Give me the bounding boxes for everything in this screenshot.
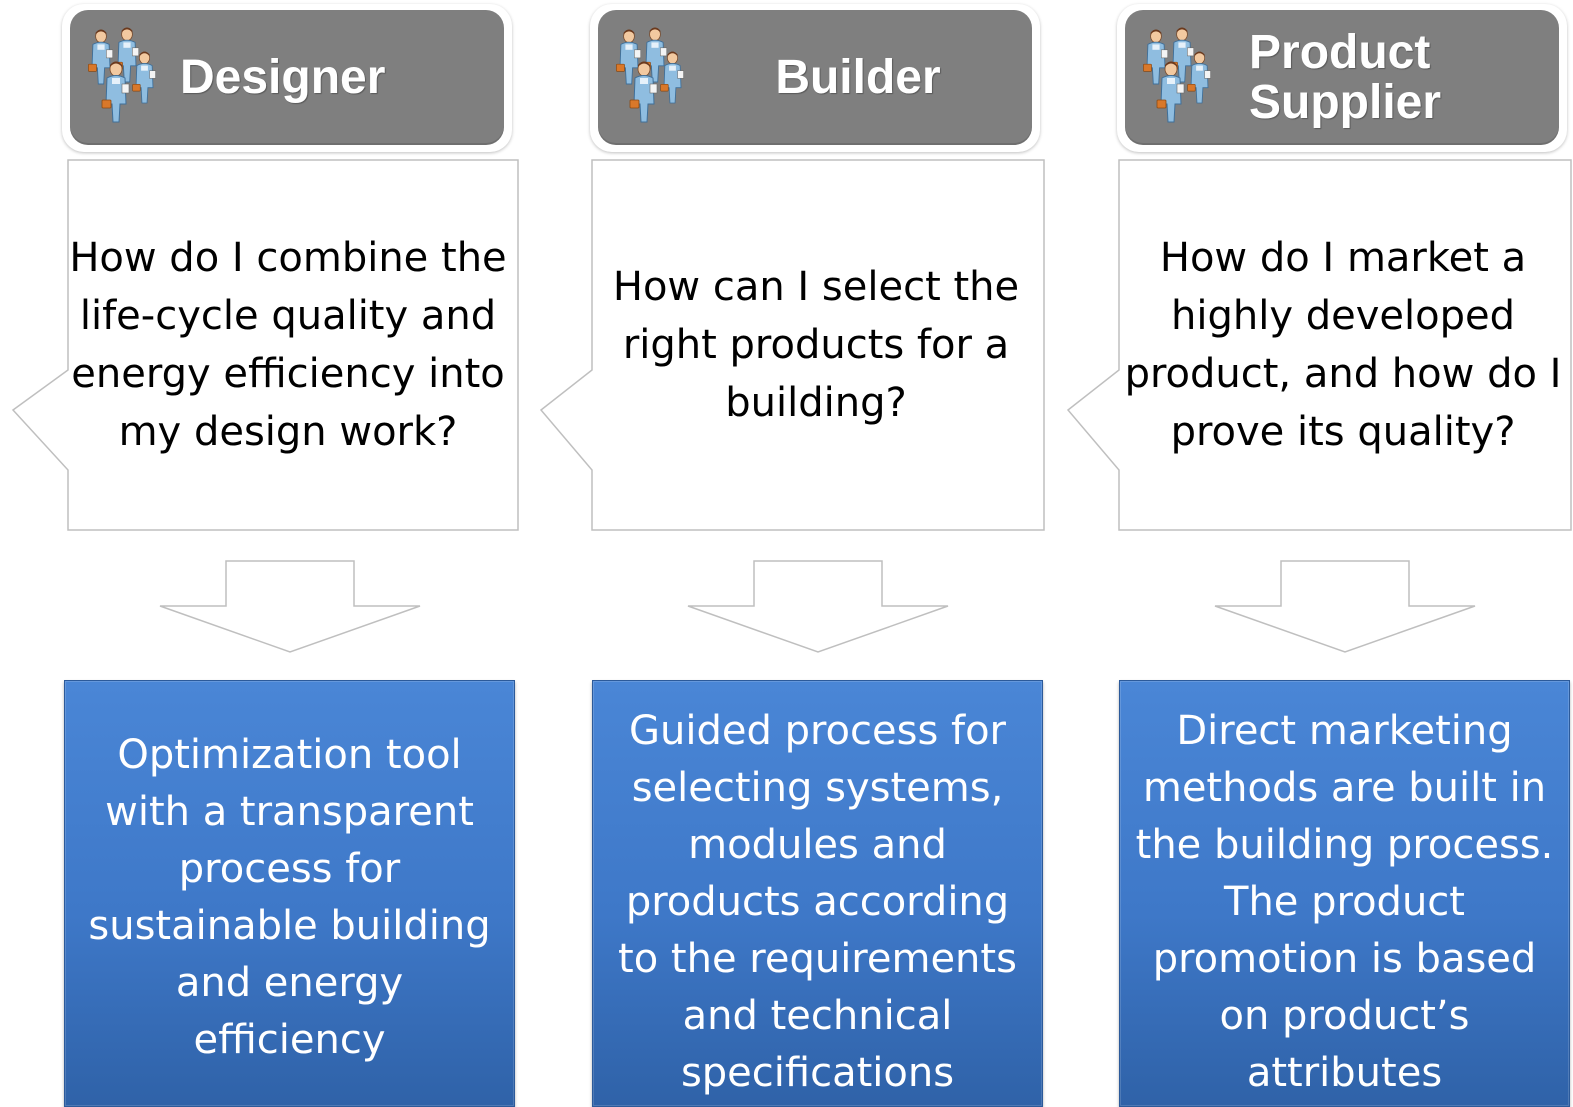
role-title: Product Supplier <box>1249 25 1442 129</box>
people-group-icon <box>88 27 156 123</box>
question-callout-shape <box>11 159 519 531</box>
column-product-supplier: Product Supplier How do I market a highl… <box>1066 0 1573 1107</box>
column-builder: Builder How can I select the right produ… <box>539 0 1046 1107</box>
question-text: How can I select the right products for … <box>612 264 1020 426</box>
down-arrow-icon <box>159 560 421 653</box>
role-title: Builder <box>775 50 941 104</box>
people-group-icon <box>1143 27 1211 123</box>
role-header-panel: Builder <box>598 10 1032 145</box>
down-arrow-icon <box>687 560 949 653</box>
role-header: Designer <box>62 4 512 152</box>
question-callout-shape <box>1066 159 1572 531</box>
answer-box: Direct marketing methods are built in th… <box>1119 680 1570 1107</box>
role-title: Designer <box>180 50 386 104</box>
question-text: How do I market a highly developed produ… <box>1124 235 1562 455</box>
question-text: How do I combine the life-cycle quality … <box>69 235 507 455</box>
column-designer: Designer How do I combine the life-cycle… <box>11 0 519 1107</box>
answer-box: Guided process for selecting systems, mo… <box>592 680 1043 1107</box>
role-header: Builder <box>590 4 1040 152</box>
people-group-icon <box>616 27 684 123</box>
role-header-panel: Designer <box>70 10 504 145</box>
role-header: Product Supplier <box>1117 4 1567 152</box>
role-header-panel: Product Supplier <box>1125 10 1559 145</box>
down-arrow-icon <box>1214 560 1476 653</box>
answer-box: Optimization tool with a transparent pro… <box>64 680 515 1107</box>
question-callout-shape <box>539 159 1045 531</box>
